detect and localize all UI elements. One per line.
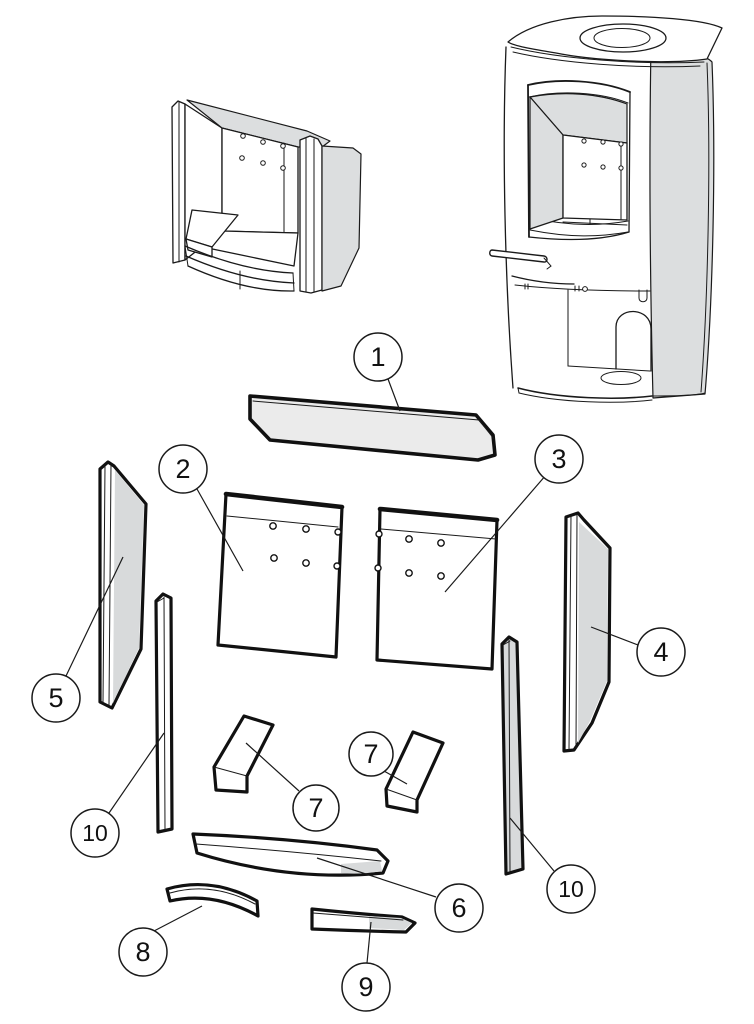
callout-6: 6 [434,883,484,933]
leader-10b [509,817,555,872]
right-side-panel [321,145,362,292]
leader-7b [383,770,408,785]
part-3-back-firebrick-right [374,506,500,671]
callout-2: 2 [158,444,208,494]
body-left-edge [503,46,514,389]
callout-4: 4 [636,627,686,677]
svg-text:10: 10 [558,876,584,902]
svg-text:1: 1 [370,342,385,372]
part-7-base-brick-left [212,714,275,794]
right-body-panel [649,45,715,399]
flue-collar [579,23,667,53]
leader-9 [366,921,372,964]
callout-1: 1 [353,332,403,382]
callout-7b: 7 [348,731,394,777]
leader-5 [65,556,124,677]
svg-text:5: 5 [48,683,63,713]
leader-4 [590,626,639,646]
right-pillar-strips [299,135,323,294]
part-1-baffle-plate [248,394,497,462]
svg-text:2: 2 [175,454,190,484]
svg-text:6: 6 [451,893,466,923]
svg-text:4: 4 [653,637,668,667]
part-10-edge-strip-right [500,635,525,876]
base-tab [638,289,648,303]
leader-lines [65,378,639,964]
stove-assembly [489,15,723,403]
leader-2 [196,488,244,572]
callout-7a: 7 [292,784,340,832]
part-5-side-firebrick-left [98,460,148,710]
callout-10a: 10 [70,808,120,858]
leader-3 [444,474,547,593]
leader-10a [108,732,165,814]
svg-text:7: 7 [363,739,378,769]
svg-text:8: 8 [135,937,150,967]
window-baffle-shade [529,93,628,144]
base-compartment [517,283,706,403]
base-floor-hole [600,371,642,385]
firebox-insert-assembly [171,99,362,294]
base-arch [615,310,652,372]
part-8-front-trim-left [165,883,260,918]
leader-1 [387,378,401,412]
svg-text:10: 10 [82,820,108,846]
part-9-front-trim-right [310,907,417,934]
part-2-back-firebrick-left [216,491,345,659]
leader-8 [153,905,203,932]
svg-text:9: 9 [358,972,373,1002]
part-4-side-firebrick-right [562,511,612,753]
back-wall-holes [239,133,286,171]
door-handle [489,249,552,270]
svg-text:3: 3 [551,444,566,474]
svg-text:7: 7 [308,793,323,823]
callout-8: 8 [118,927,168,977]
door-window [527,80,631,241]
callout-balloons: 1 2 3 4 5 6 7 7 [31,332,686,1012]
part-10-edge-strip-left [154,592,174,834]
front-curved-band [184,245,295,292]
callout-9: 9 [341,962,391,1012]
callout-5: 5 [31,673,81,723]
leader-7a [245,742,300,792]
window-back-wall [562,134,628,221]
callout-10b: 10 [546,864,596,914]
part-7-base-brick-right [384,730,445,814]
callout-3: 3 [534,434,584,484]
leader-6 [316,857,437,898]
